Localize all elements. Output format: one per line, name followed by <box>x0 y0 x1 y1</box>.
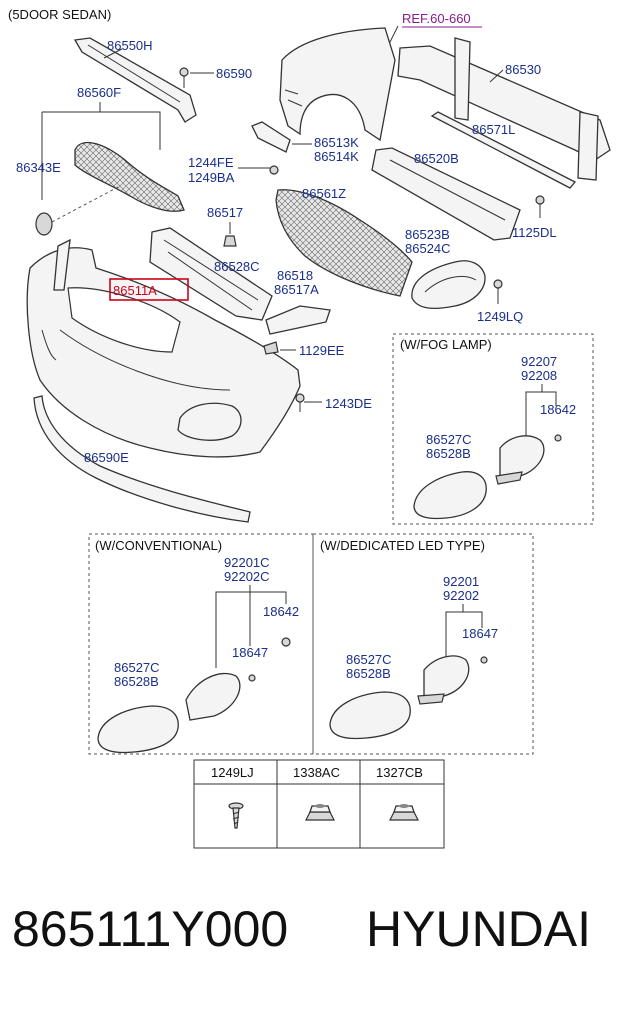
emblem-shape <box>35 212 53 236</box>
parts-diagram: (5DOOR SEDAN) REF.60-660 86550H 86590 86… <box>8 7 611 849</box>
fastener-col-1249LJ[interactable]: 1249LJ <box>211 765 254 780</box>
part-86530-shape <box>397 45 611 161</box>
led-label-92202[interactable]: 92202 <box>443 588 479 603</box>
led-box <box>312 533 534 755</box>
label-1244FE[interactable]: 1244FE <box>188 155 234 170</box>
fastener-col-1327CB[interactable]: 1327CB <box>376 765 423 780</box>
upper-grille-shape <box>74 141 185 212</box>
label-86571L[interactable]: 86571L <box>472 122 515 137</box>
label-1125DL[interactable]: 1125DL <box>512 225 557 240</box>
fender-shape <box>279 27 396 142</box>
ref-label[interactable]: REF.60-660 <box>402 11 471 26</box>
part-86590E-shape <box>33 395 251 523</box>
label-86520B[interactable]: 86520B <box>414 151 459 166</box>
label-86518[interactable]: 86518 <box>277 268 313 283</box>
fog-label-92208[interactable]: 92208 <box>521 368 557 383</box>
conv-label-92202C[interactable]: 92202C <box>224 569 270 584</box>
led-label-92201[interactable]: 92201 <box>443 574 479 589</box>
label-86528C[interactable]: 86528C <box>214 259 260 274</box>
fog-label-86528B[interactable]: 86528B <box>426 446 471 461</box>
part-number: 865111Y000 <box>12 901 289 957</box>
led-title: (W/DEDICATED LED TYPE) <box>320 538 485 553</box>
label-86513K[interactable]: 86513K <box>314 135 359 150</box>
label-86524C[interactable]: 86524C <box>405 241 451 256</box>
screw-icon <box>228 802 244 829</box>
label-86343E[interactable]: 86343E <box>16 160 61 175</box>
label-86523B[interactable]: 86523B <box>405 227 450 242</box>
caption: 865111Y000 HYUNDAI <box>0 900 620 980</box>
label-86590[interactable]: 86590 <box>216 66 252 81</box>
conv-label-86527C[interactable]: 86527C <box>114 660 160 675</box>
label-86560F[interactable]: 86560F <box>77 85 121 100</box>
conv-label-18642[interactable]: 18642 <box>263 604 299 619</box>
diagram-title: (5DOOR SEDAN) <box>8 7 111 22</box>
part-86550H-shape <box>73 37 197 123</box>
part-86571L-shape <box>430 111 577 189</box>
conv-label-18647[interactable]: 18647 <box>232 645 268 660</box>
label-1129EE[interactable]: 1129EE <box>299 343 345 358</box>
label-1243DE[interactable]: 1243DE <box>325 396 372 411</box>
label-1249LQ[interactable]: 1249LQ <box>477 309 523 324</box>
label-86517A[interactable]: 86517A <box>274 282 319 297</box>
brand-name: HYUNDAI <box>366 901 592 957</box>
fog-lamp-box <box>392 333 594 525</box>
fog-label-18642[interactable]: 18642 <box>540 402 576 417</box>
label-86530[interactable]: 86530 <box>505 62 541 77</box>
label-1249BA[interactable]: 1249BA <box>188 170 235 185</box>
conventional-title: (W/CONVENTIONAL) <box>95 538 222 553</box>
fog-lamp-title: (W/FOG LAMP) <box>400 337 492 352</box>
label-86511A[interactable]: 86511A <box>113 283 157 298</box>
led-label-86528B[interactable]: 86528B <box>346 666 391 681</box>
label-86514K[interactable]: 86514K <box>314 149 359 164</box>
led-label-18647[interactable]: 18647 <box>462 626 498 641</box>
conv-label-86528B[interactable]: 86528B <box>114 674 159 689</box>
led-label-86527C[interactable]: 86527C <box>346 652 392 667</box>
conv-label-92201C[interactable]: 92201C <box>224 555 270 570</box>
label-86561Z[interactable]: 86561Z <box>302 186 346 201</box>
label-86590E[interactable]: 86590E <box>84 450 129 465</box>
fastener-col-1338AC[interactable]: 1338AC <box>293 765 340 780</box>
label-86517[interactable]: 86517 <box>207 205 243 220</box>
fog-label-92207[interactable]: 92207 <box>521 354 557 369</box>
fog-cover-shape <box>411 260 486 310</box>
label-86550H[interactable]: 86550H <box>107 38 153 53</box>
part-86520B-shape <box>371 147 521 241</box>
fog-label-86527C[interactable]: 86527C <box>426 432 472 447</box>
nut-icon-1338AC <box>305 804 335 821</box>
nut-icon-1327CB <box>389 804 419 821</box>
highlight-86511A-box <box>109 278 189 301</box>
part-86561Z-shape <box>275 189 413 297</box>
